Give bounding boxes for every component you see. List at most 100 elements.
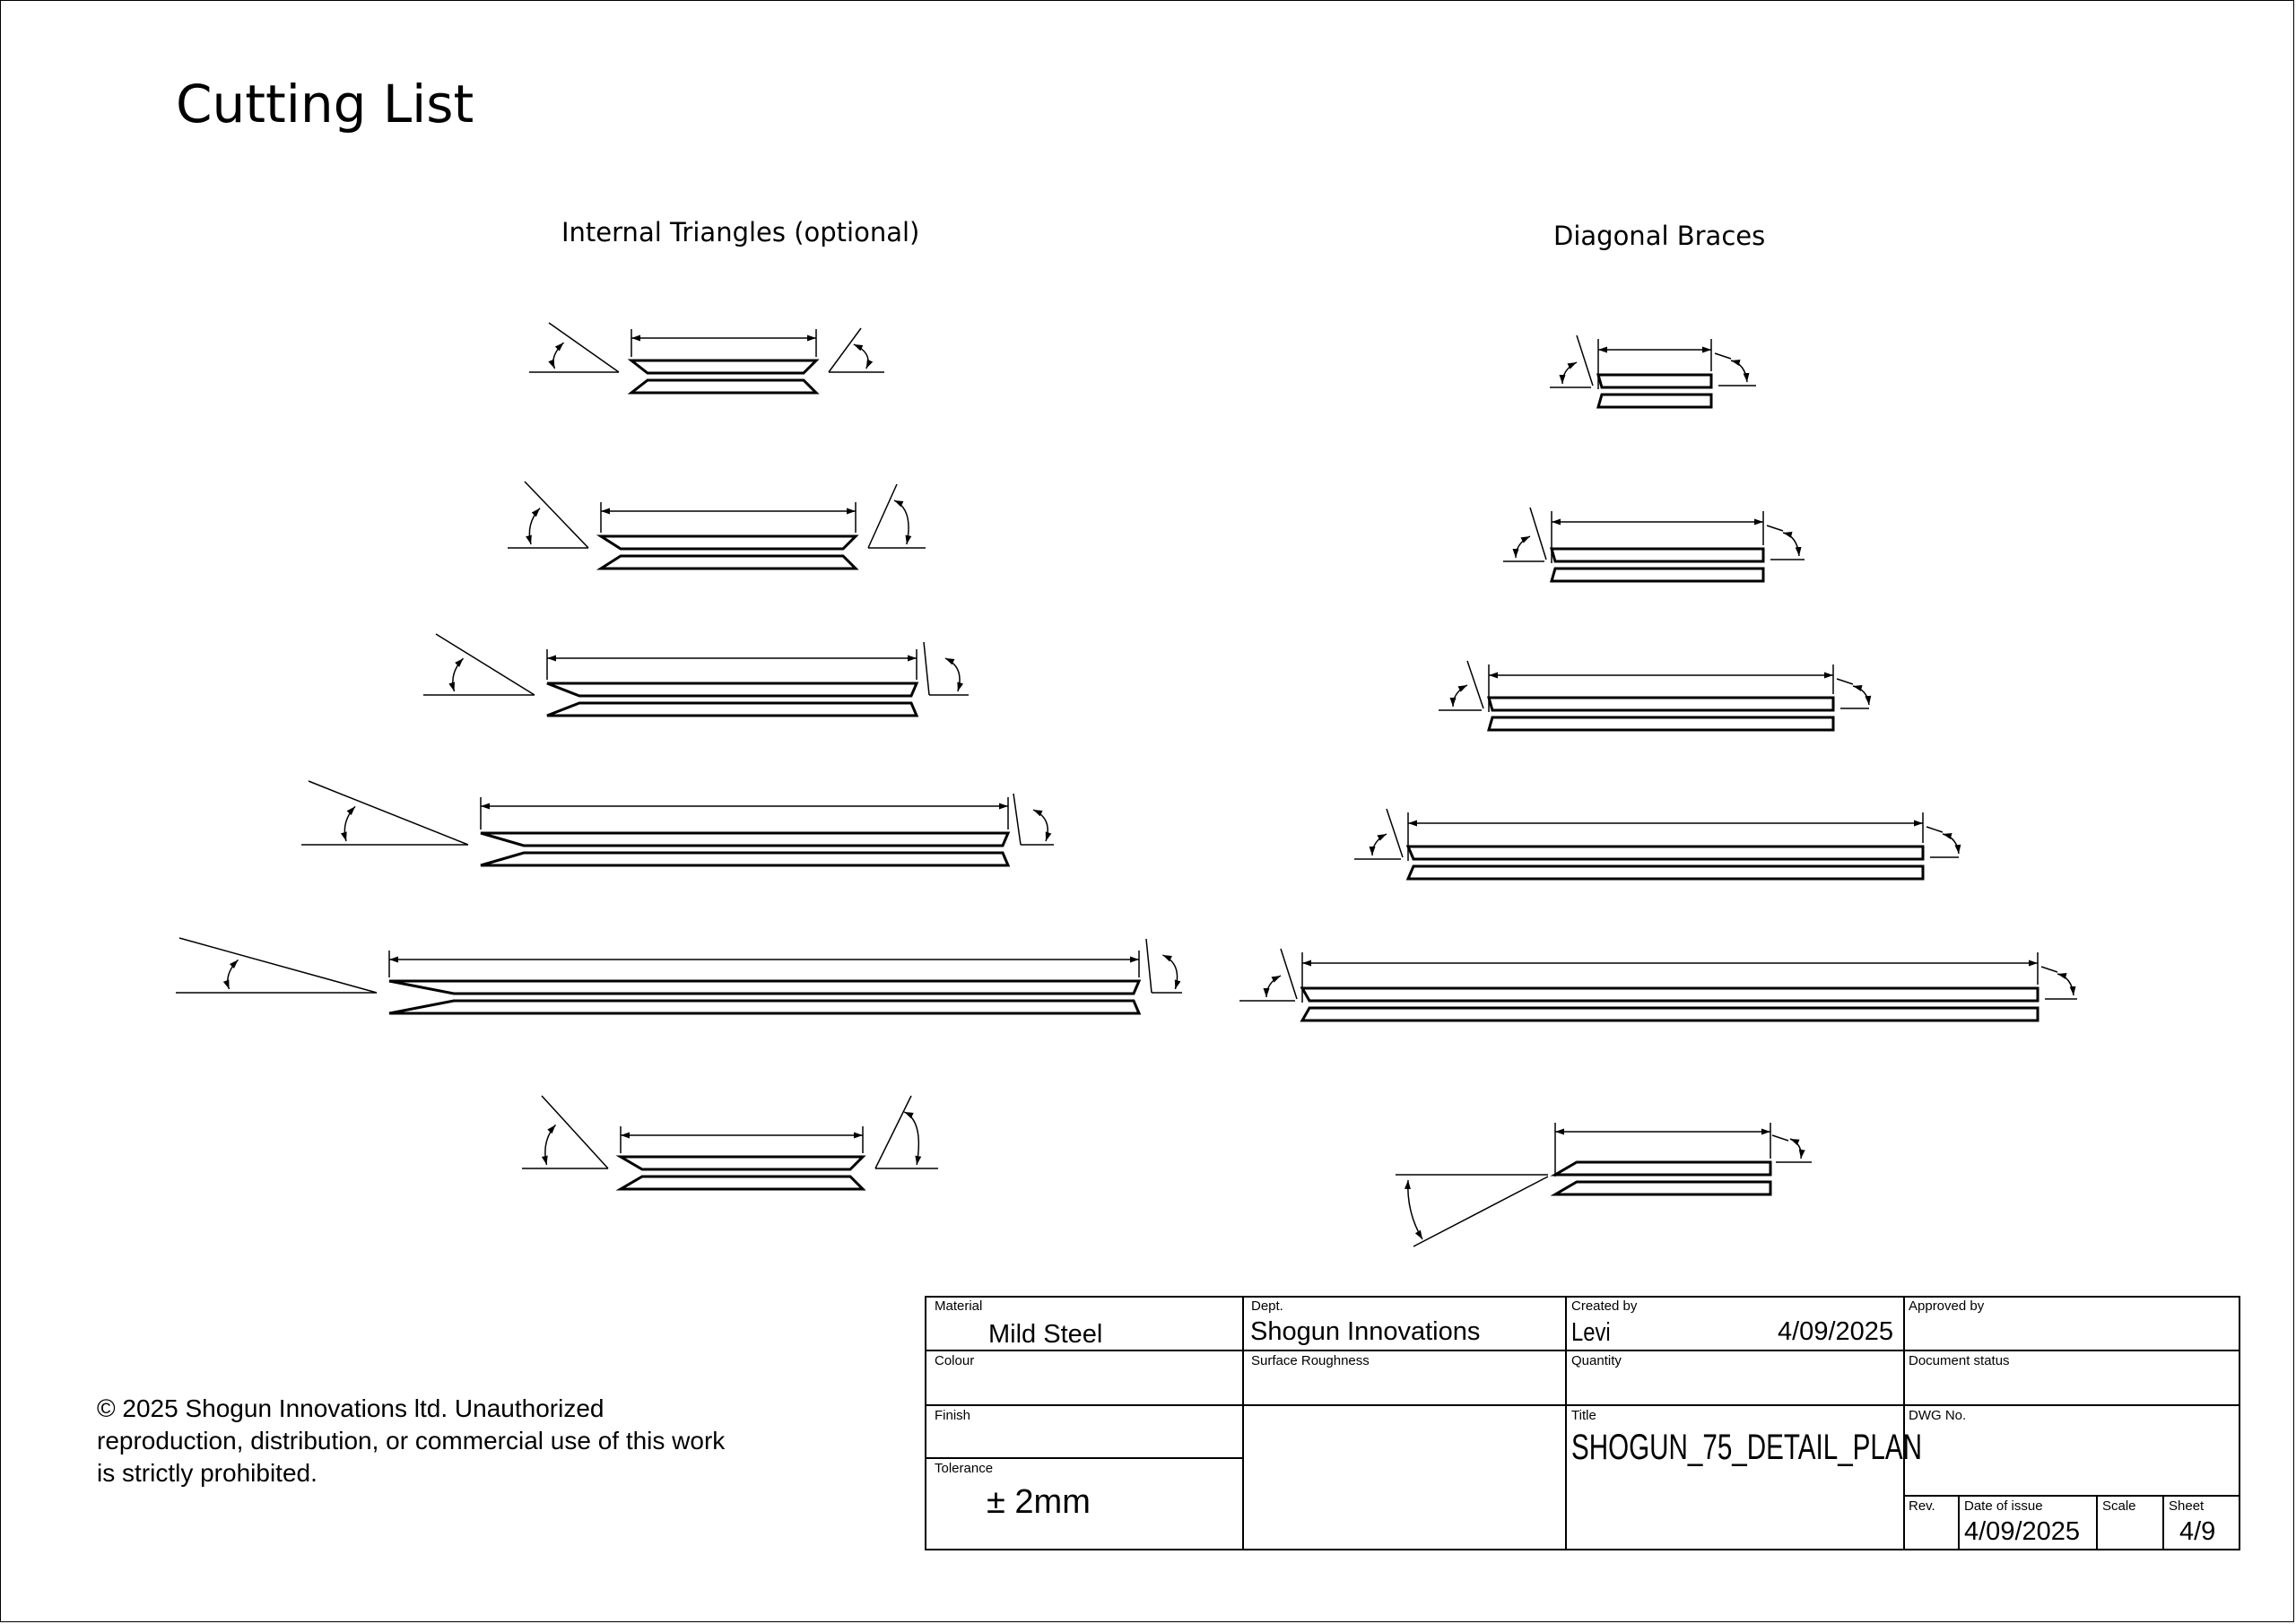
angle-arc-left	[1559, 361, 1578, 385]
title-label: Title	[1571, 1408, 1596, 1423]
member-bottom-bar	[546, 701, 919, 717]
angle-guide-left	[1529, 507, 1547, 560]
angle-arc-left	[526, 508, 541, 545]
member-top-bar	[615, 1155, 866, 1171]
member-top-bar	[480, 831, 1011, 847]
angle-arc-left	[1263, 975, 1282, 998]
member-top-bar	[388, 979, 1142, 995]
dwg-no-label: DWG No.	[1909, 1408, 1967, 1423]
angle-guide-right	[828, 327, 862, 373]
member-top-bar	[546, 682, 919, 698]
section-title-diagonal-braces: Diagonal Braces	[1553, 221, 1766, 251]
member-bottom-bar	[1596, 393, 1713, 409]
tolerance-value: ± 2mm	[987, 1483, 1091, 1521]
angle-arc-left	[448, 657, 465, 692]
angle-arc-right	[1782, 532, 1802, 557]
angle-arc-right	[2057, 973, 2076, 996]
angle-guide-left	[1280, 948, 1298, 1000]
member-bottom-bar	[596, 554, 859, 570]
internal-triangle-member-3	[423, 633, 969, 717]
angle-arc-left	[1512, 535, 1531, 559]
diagonal-brace-member-6	[1396, 1123, 1812, 1247]
angle-guide-right	[923, 641, 930, 696]
member-top-bar	[1300, 986, 2039, 1003]
member-bottom-bar	[388, 999, 1142, 1015]
angle-guide-right	[1145, 938, 1152, 994]
angle-arc-left	[1369, 833, 1387, 856]
dept-label: Dept.	[1251, 1298, 1283, 1314]
material-value: Mild Steel	[988, 1320, 1103, 1349]
finish-label: Finish	[935, 1408, 971, 1423]
title-block-grid	[925, 1296, 2240, 1550]
member-bottom-bar	[1550, 567, 1765, 583]
page-title: Cutting List	[176, 74, 474, 135]
copyright-line-3: is strictly prohibited.	[97, 1459, 317, 1487]
approved-by-label: Approved by	[1909, 1298, 1985, 1314]
member-bottom-bar	[1405, 864, 1925, 881]
angle-guide-right	[2040, 966, 2058, 973]
member-top-bar	[1405, 845, 1925, 861]
angle-arc-right	[1730, 360, 1750, 383]
member-top-bar	[1550, 1160, 1772, 1177]
angle-guide-right	[1766, 525, 1784, 532]
internal-triangle-member-2	[508, 481, 926, 570]
internal-triangle-member-4	[301, 780, 1054, 867]
angle-guide-left	[548, 322, 620, 373]
member-bottom-bar	[1550, 1180, 1772, 1196]
angle-arc-right	[1942, 833, 1961, 855]
angle-arc-left	[1449, 684, 1468, 708]
angle-guide-left	[1466, 660, 1484, 709]
angle-guide-left	[1386, 808, 1404, 858]
diagonal-brace-member-1	[1550, 334, 1756, 409]
angle-guide-left	[1576, 334, 1594, 386]
copyright-notice: © 2025 Shogun Innovations ltd. Unauthori…	[97, 1393, 814, 1489]
angle-guide-right	[1771, 1134, 1789, 1142]
quantity-label: Quantity	[1571, 1353, 1622, 1368]
created-by-label: Created by	[1571, 1298, 1638, 1314]
angle-guide-right	[867, 483, 898, 549]
member-top-bar	[1550, 547, 1765, 563]
angle-arc-right	[1789, 1138, 1805, 1159]
document-status-label: Document status	[1909, 1353, 2010, 1368]
angle-arc-left	[340, 805, 356, 842]
internal-triangle-member-1	[529, 322, 884, 395]
material-label: Material	[935, 1298, 983, 1314]
angle-arc-right	[944, 657, 964, 692]
angle-guide-left	[435, 633, 535, 696]
member-bottom-bar	[1487, 716, 1835, 732]
angle-guide-right	[874, 1095, 912, 1169]
member-top-bar	[596, 534, 859, 551]
angle-guide-left	[541, 1095, 609, 1169]
angle-guide-right	[1013, 793, 1022, 846]
angle-guide-right	[1926, 826, 1944, 833]
member-bottom-bar	[615, 1175, 866, 1191]
sheet-label: Sheet	[2169, 1498, 2205, 1514]
section-title-internal-triangles: Internal Triangles (optional)	[561, 217, 920, 248]
angle-guide-left	[1413, 1176, 1549, 1247]
angle-guide-left	[524, 481, 589, 549]
diagonal-brace-member-5	[1239, 948, 2077, 1022]
drawing-title-value: SHOGUN_75_DETAIL_PLAN	[1571, 1428, 1922, 1467]
sheet-value: 4/9	[2179, 1517, 2216, 1546]
diagonal-brace-member-2	[1503, 507, 1805, 583]
rev-label: Rev.	[1909, 1498, 1935, 1514]
surface-roughness-label: Surface Roughness	[1251, 1353, 1370, 1368]
tolerance-label: Tolerance	[935, 1461, 994, 1476]
member-bottom-bar	[627, 378, 820, 395]
created-by-value: Levi	[1571, 1318, 1611, 1347]
date-of-issue-label: Date of issue	[1964, 1498, 2043, 1514]
diagonal-brace-member-3	[1439, 660, 1872, 732]
angle-guide-left	[308, 780, 469, 846]
member-top-bar	[1487, 696, 1835, 712]
angle-arc-right	[903, 1111, 922, 1166]
member-top-bar	[627, 359, 820, 375]
angle-arc-right	[893, 499, 912, 545]
dept-value: Shogun Innovations	[1250, 1317, 1481, 1346]
internal-triangle-member-6	[522, 1095, 938, 1191]
internal-triangle-member-5	[176, 937, 1182, 1015]
angle-arc-left	[541, 1124, 557, 1166]
angle-arc-right	[1852, 685, 1872, 706]
angle-guide-right	[1714, 352, 1732, 360]
angle-arc-right	[853, 343, 874, 369]
